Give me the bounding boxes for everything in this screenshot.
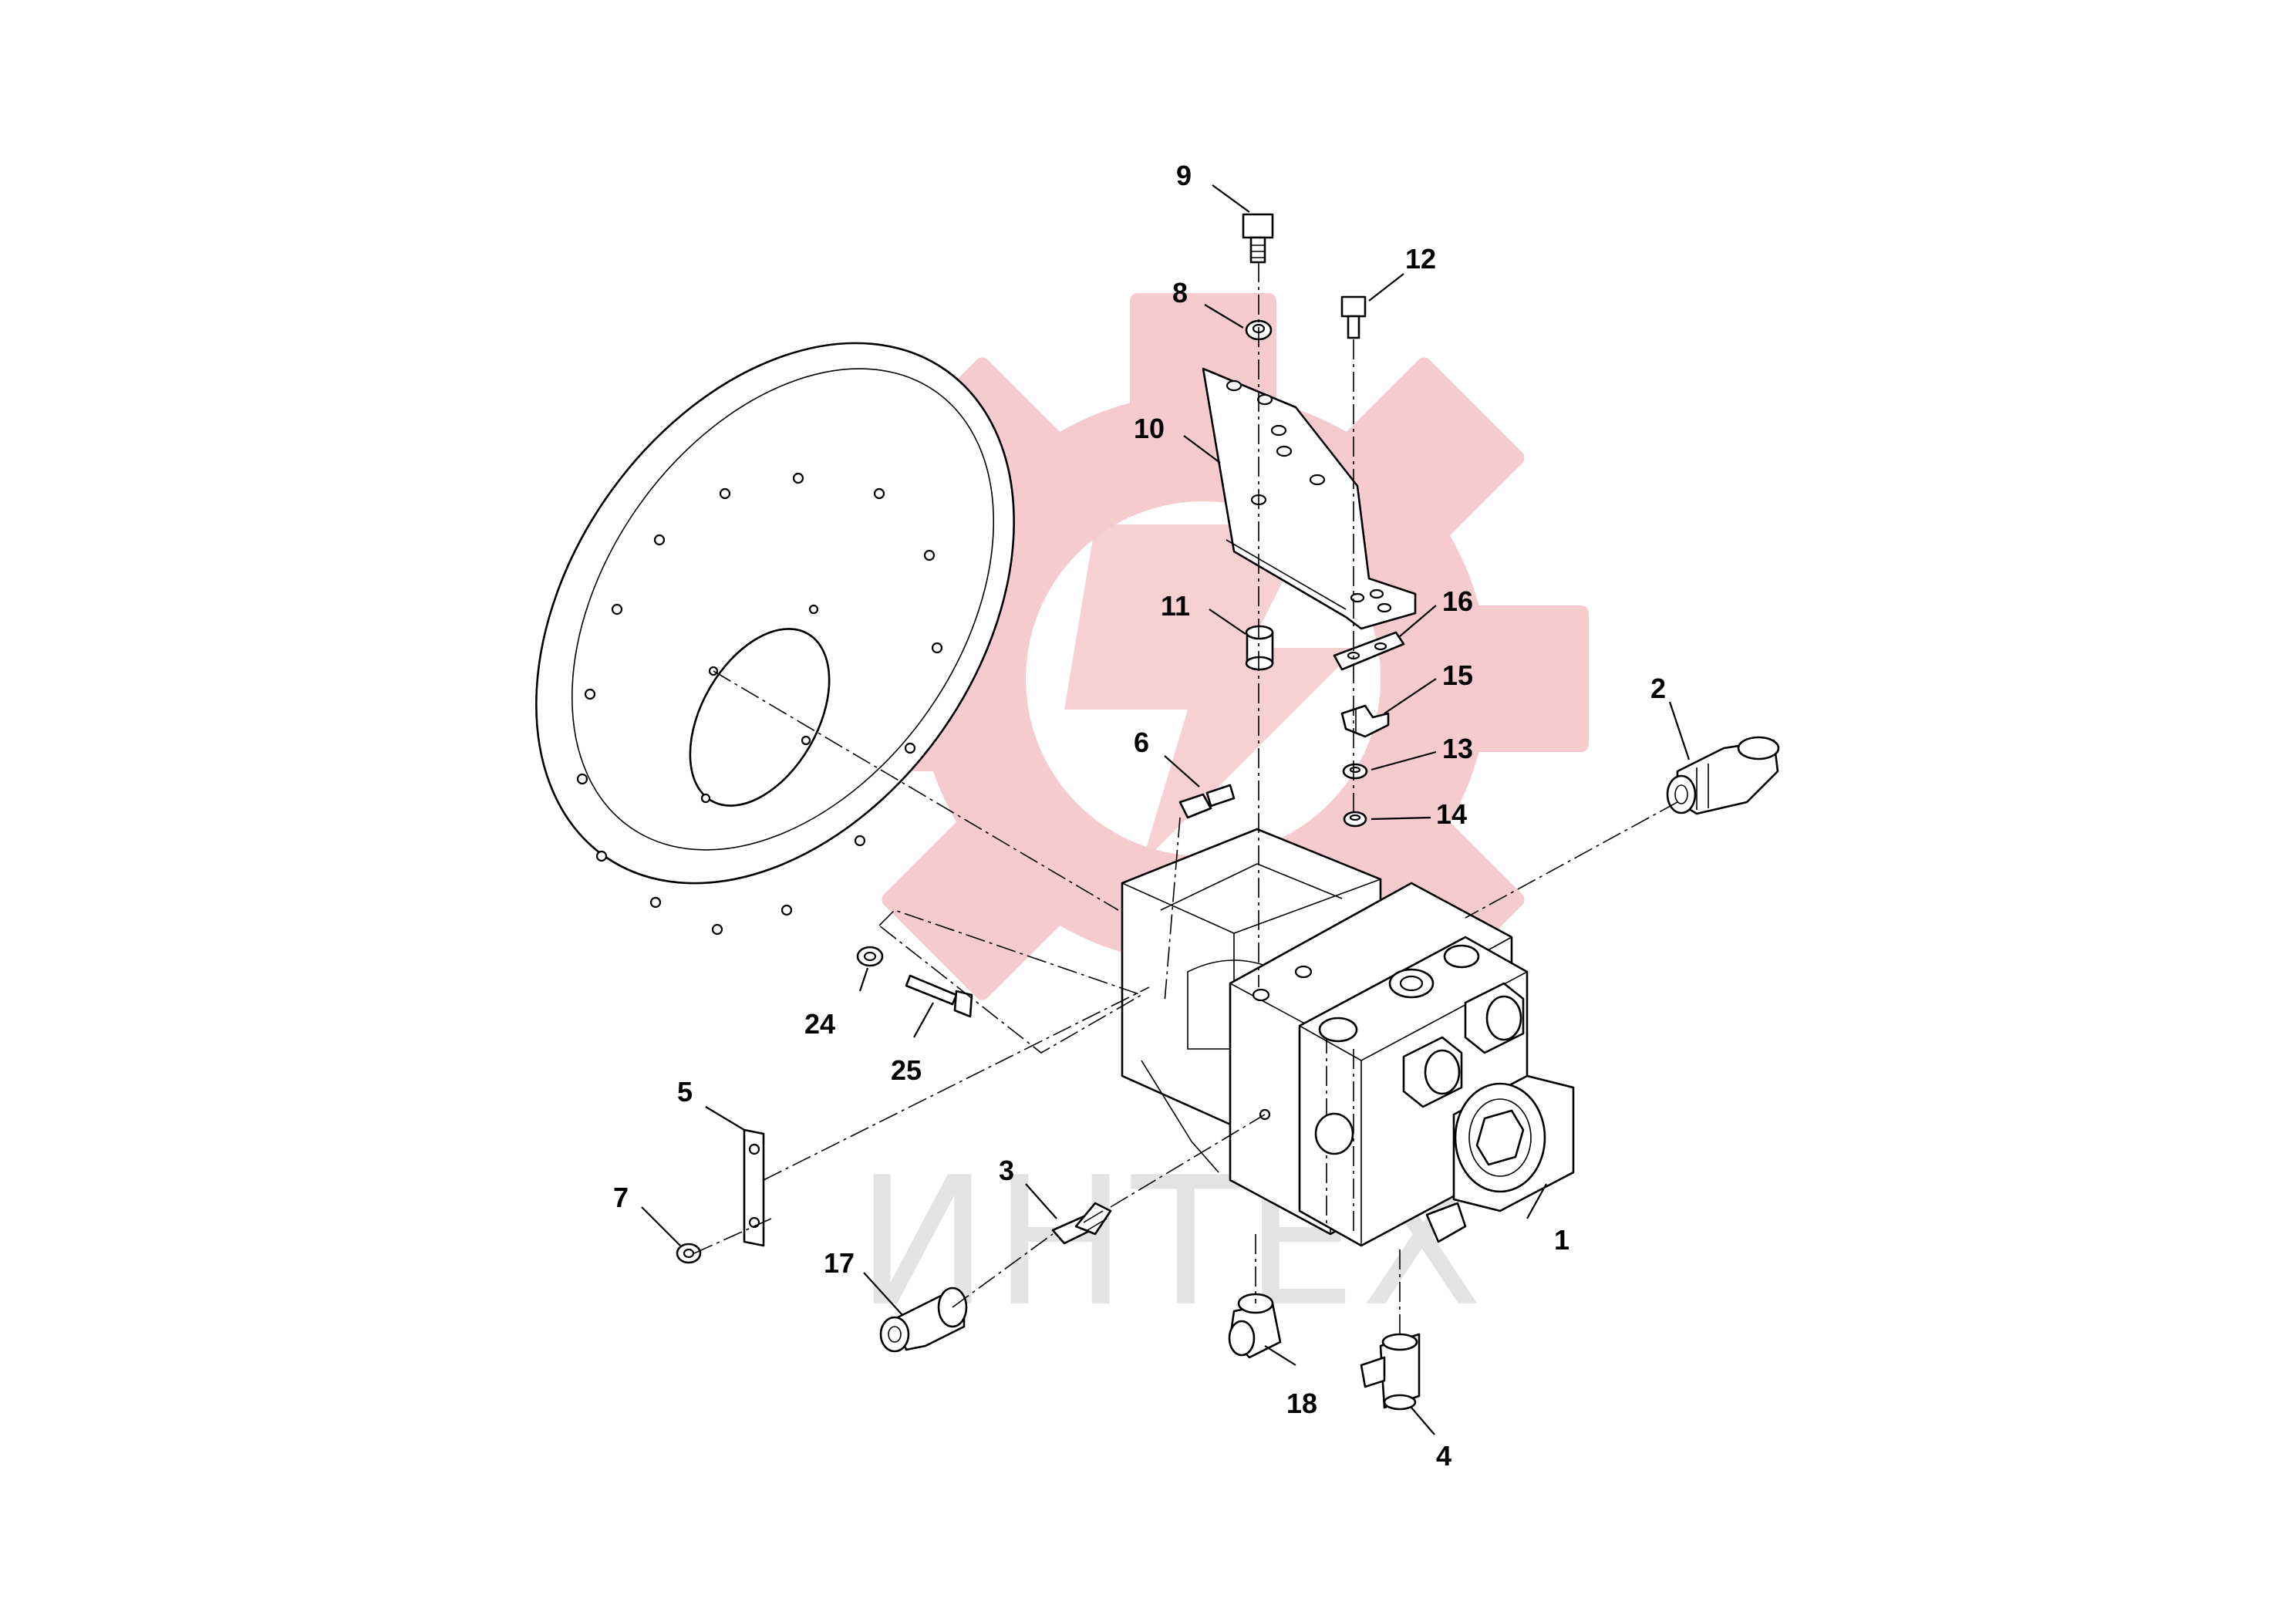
- callout-1: 1: [1554, 1224, 1569, 1256]
- callout-9: 9: [1176, 160, 1192, 191]
- elbow-fitting-18: [1228, 1293, 1282, 1359]
- plate-16: [1333, 631, 1405, 671]
- hydraulic-pump: [1121, 828, 1575, 1247]
- spacer-11: [1245, 625, 1274, 671]
- bolt-12: [1340, 295, 1367, 339]
- callout-3: 3: [999, 1155, 1014, 1186]
- callout-16: 16: [1442, 585, 1473, 617]
- callout-10: 10: [1134, 413, 1165, 444]
- callout-14: 14: [1436, 798, 1467, 830]
- callout-15: 15: [1442, 659, 1473, 691]
- nut-7: [676, 1243, 702, 1264]
- callout-5: 5: [677, 1076, 693, 1108]
- callout-12: 12: [1405, 243, 1436, 275]
- callout-8: 8: [1172, 277, 1188, 309]
- leader-lines: [641, 184, 1691, 1435]
- nut-14: [1343, 811, 1367, 828]
- callout-24: 24: [804, 1008, 835, 1040]
- callout-6: 6: [1134, 727, 1149, 758]
- callout-4: 4: [1436, 1440, 1451, 1472]
- callout-17: 17: [824, 1247, 855, 1279]
- callout-25: 25: [891, 1054, 922, 1086]
- callout-13: 13: [1442, 733, 1473, 764]
- callout-2: 2: [1650, 673, 1666, 704]
- callout-7: 7: [613, 1182, 629, 1213]
- bolt-9: [1242, 213, 1274, 264]
- elbow-fitting-17: [879, 1286, 968, 1353]
- washer-24: [856, 946, 884, 967]
- bolt-6: [1178, 784, 1236, 819]
- mounting-bracket: [1202, 367, 1417, 630]
- flywheel-flange: [535, 342, 1015, 936]
- washer-13: [1342, 763, 1368, 780]
- callout-18: 18: [1286, 1388, 1317, 1419]
- nipple-3: [1051, 1202, 1112, 1245]
- callout-11: 11: [1161, 590, 1190, 622]
- tee-fitting-4: [1360, 1333, 1421, 1411]
- callout-labels: 9 8 12 10 11 16 15 13 14 2 6 1 24 25 5 7…: [613, 160, 1666, 1472]
- strap-5: [743, 1128, 765, 1247]
- elbow-fitting-2: [1666, 736, 1780, 815]
- assembly-axes: [693, 262, 1678, 1334]
